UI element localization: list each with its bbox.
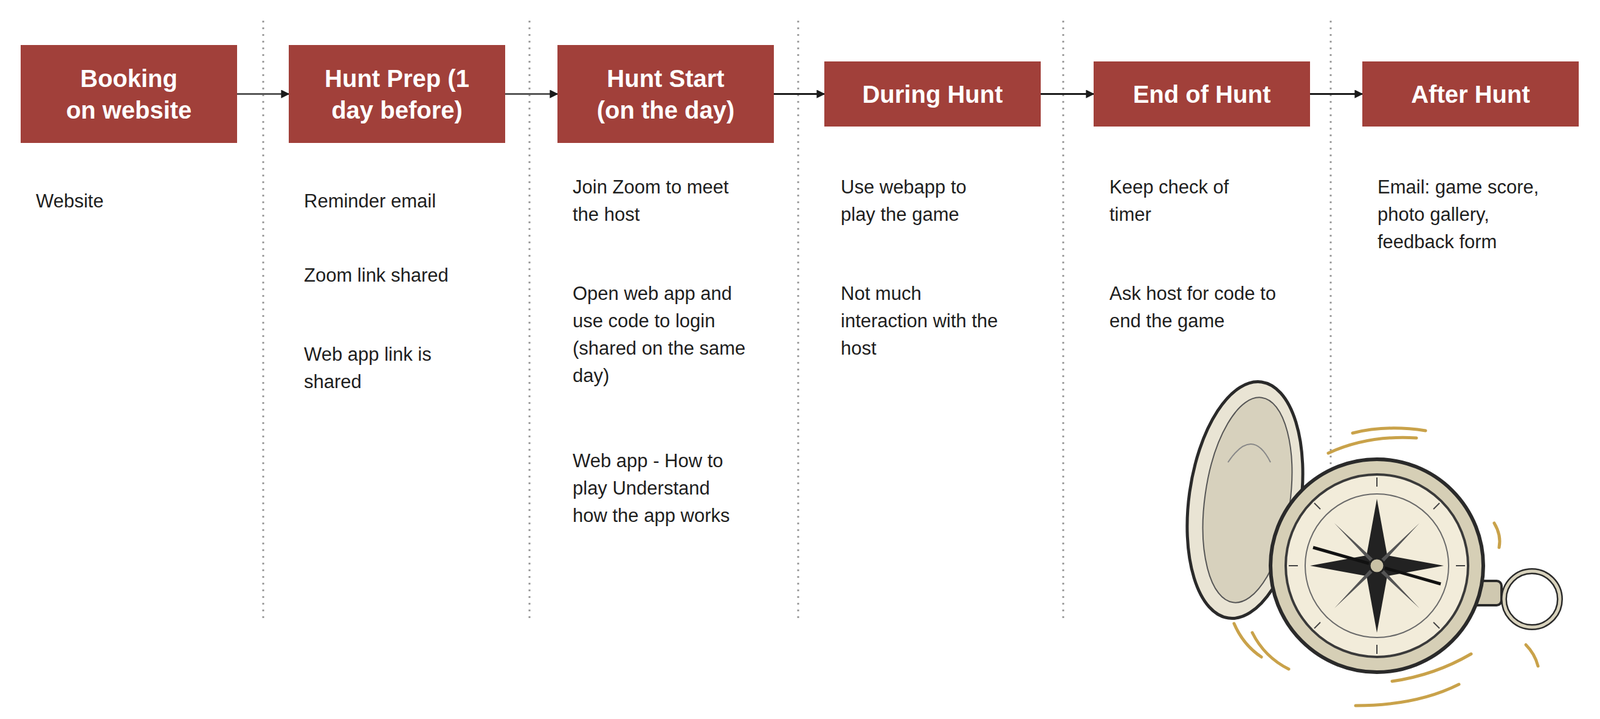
stage-title: End of Hunt [1133,78,1272,111]
flow-arrow [505,93,558,95]
stage-title: Hunt Prep (1 day before) [305,62,489,126]
step-note: Open web app and use code to login (shar… [572,279,752,390]
stage-title: Booking on website [63,62,194,126]
step-note: Email: game score, photo gallery, feedba… [1377,173,1551,256]
step-note: Ask host for code to end the game [1109,279,1292,335]
stage-box: Hunt Start (on the day) [557,44,774,143]
stage-box: Booking on website [20,44,238,143]
stage-title: During Hunt [862,78,1003,111]
step-note: Website [35,187,219,215]
step-note: Reminder email [303,187,505,215]
flow-arrow [1310,93,1363,95]
flow-arrow [237,93,289,95]
compass-illustration [1173,373,1560,706]
stage-title: After Hunt [1410,78,1531,111]
step-note: Join Zoom to meet the host [572,173,756,228]
stage-box: Hunt Prep (1 day before) [288,44,506,143]
step-note: Keep check of timer [1109,173,1232,228]
stage-title: Hunt Start (on the day) [589,62,742,126]
step-note: Zoom link shared [303,261,505,289]
step-note: Not much interaction with the host [840,279,1002,362]
flow-arrow [773,93,825,95]
flow-arrow [1040,93,1094,95]
stage-box: End of Hunt [1093,61,1311,127]
step-note: Web app link is shared [303,340,432,396]
column-dividers [263,20,1331,623]
step-note: Use webapp to play the game [840,173,1002,228]
step-note: Web app - How to play Understand how the… [572,446,737,529]
stage-box: After Hunt [1362,61,1579,127]
stage-box: During Hunt [824,61,1041,127]
